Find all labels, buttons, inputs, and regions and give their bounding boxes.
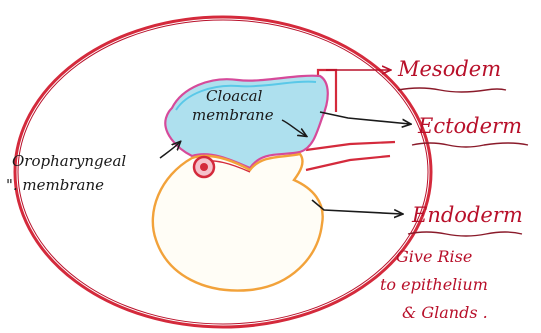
oropharyngeal-membrane-dot-core	[200, 163, 208, 171]
note-line3: & Glands .	[402, 303, 488, 322]
mesoderm-label: Mesodem	[397, 57, 501, 81]
oropharyngeal-label-line2: ". membrane	[6, 176, 104, 194]
oropharyngeal-arrow	[160, 142, 180, 158]
endoderm-underline	[408, 232, 522, 236]
cloacal-label-line1: Cloacal	[206, 87, 263, 105]
mesoderm-underline	[398, 88, 506, 92]
endoderm-label: Endoderm	[411, 203, 523, 227]
note-line1: Give Rise	[396, 247, 472, 266]
ectoderm-label: Ectoderm	[417, 114, 522, 138]
oropharyngeal-label-line1: Oropharyngeal	[12, 152, 126, 170]
note-line2: to epithelium	[380, 275, 488, 294]
cloacal-label-line2: membrane	[192, 106, 274, 124]
endoderm-yolk-sac	[153, 154, 323, 291]
ectoderm-arrow	[320, 112, 410, 124]
endoderm-arrow	[312, 200, 402, 214]
